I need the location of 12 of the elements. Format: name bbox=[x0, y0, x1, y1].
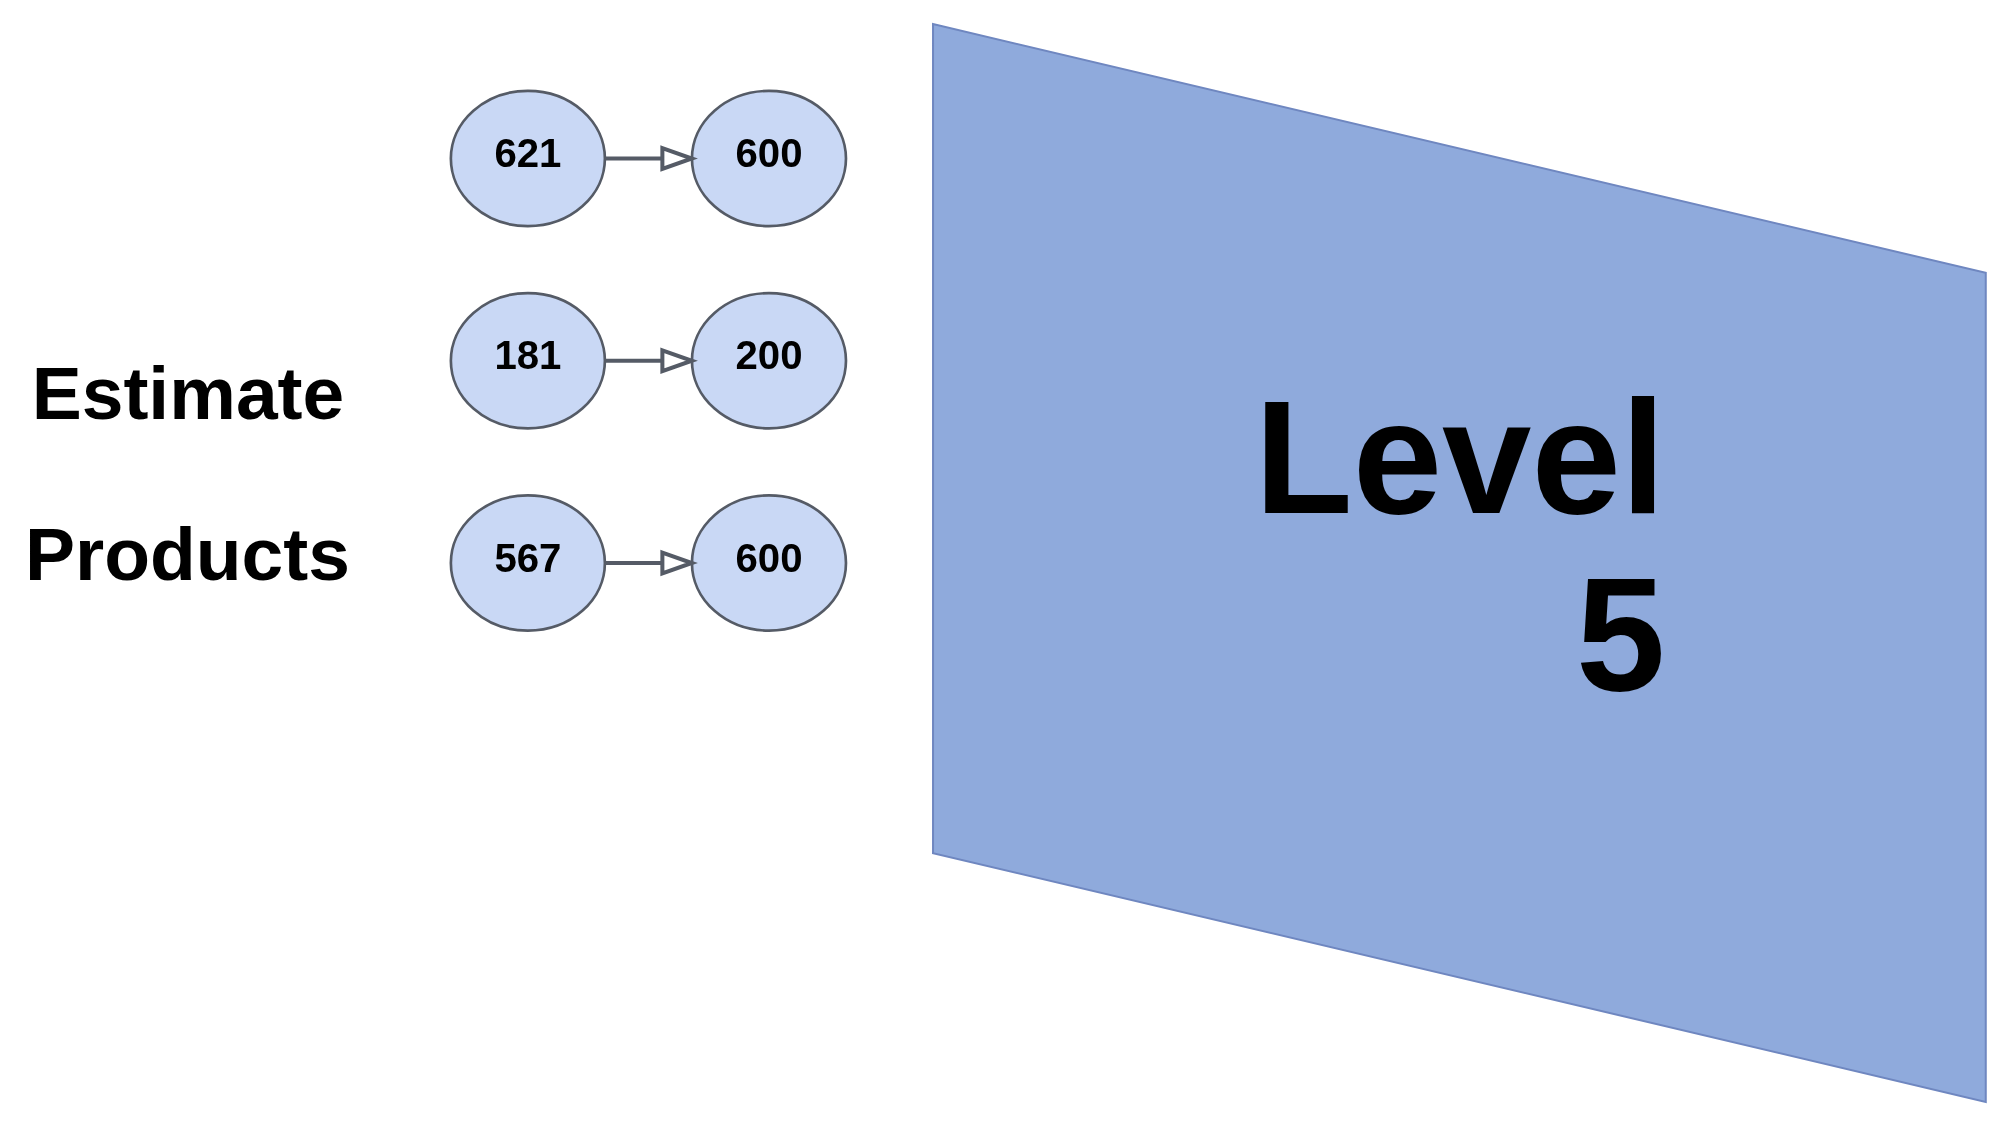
node-box: Level 5 bbox=[932, 22, 1987, 1103]
node-ellipse: 567 bbox=[449, 493, 607, 632]
arrow bbox=[605, 347, 698, 374]
node-ellipse: 600 bbox=[690, 89, 848, 227]
label: Products bbox=[24, 511, 351, 596]
arrow bbox=[605, 549, 698, 576]
node-ellipse: 600 bbox=[690, 493, 848, 632]
arrow bbox=[605, 144, 698, 172]
node-ellipse: 200 bbox=[690, 291, 848, 430]
node-ellipse: 621 bbox=[449, 89, 607, 227]
label: Estimate bbox=[31, 350, 345, 435]
node-ellipse: 181 bbox=[449, 291, 607, 430]
